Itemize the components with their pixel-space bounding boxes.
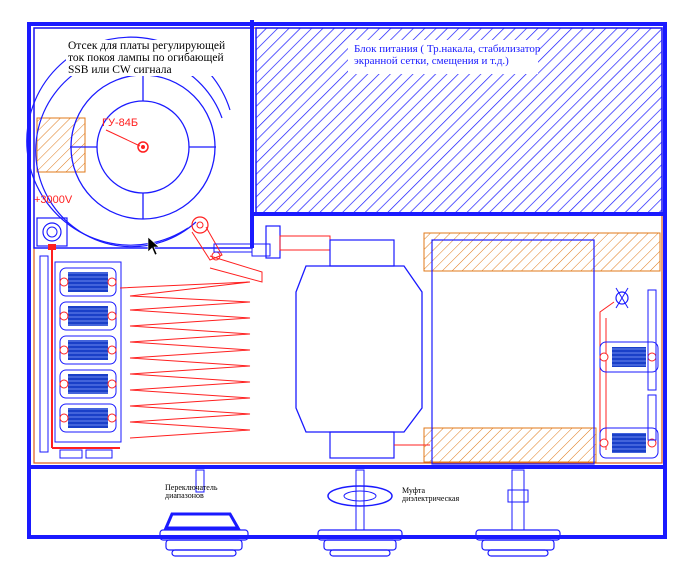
output-fittings (599, 287, 659, 459)
power-block-note-line-2: экранной сетки, смещения и т.д.) (354, 54, 509, 67)
power-block-note: Блок питания ( Тр.накала, стабилизатор э… (354, 43, 541, 67)
compartment-note: Отсек для платы регулирующей ток покоя л… (66, 40, 228, 77)
compartment-note-line-3: SSB или CW сигнала (68, 64, 172, 77)
coupling-label: Муфта диэлектрическая (402, 486, 460, 504)
tube-label: ГУ-84Б (102, 117, 139, 129)
tuning-knob-right (475, 469, 561, 557)
band-switch-knob (159, 469, 249, 557)
coupling-label-line-2: диэлектрическая (402, 494, 460, 504)
band-coil-stack (39, 250, 122, 459)
chassis-base (27, 465, 667, 539)
orange-zone-left (36, 117, 86, 173)
coupling-label-line-1: Муфта (402, 486, 426, 495)
hv-connector (36, 217, 68, 250)
orange-zone-bottom-right (423, 427, 597, 463)
band-switch-label-line-1: Переключатель (165, 483, 218, 492)
tuning-shaft (191, 216, 271, 261)
compartment-note-line-1: Отсек для платы регулирующей (68, 40, 226, 52)
dielectric-coupling-knob (317, 469, 403, 557)
load-capacitor-frame (431, 239, 595, 465)
voltage-label: +3000V (34, 194, 73, 206)
tank-inductor (119, 281, 251, 439)
power-block-note-line-1: Блок питания ( Тр.накала, стабилизатор (354, 43, 541, 55)
band-switch-label-line-2: диапазонов (165, 491, 204, 501)
mouse-cursor (147, 236, 160, 256)
variable-capacitor (265, 225, 430, 459)
compartment-note-line-2: ток покоя лампы по огибающей (68, 52, 224, 65)
band-switch-label: Переключатель диапазонов (165, 483, 218, 501)
orange-zone-top-right (423, 232, 661, 272)
